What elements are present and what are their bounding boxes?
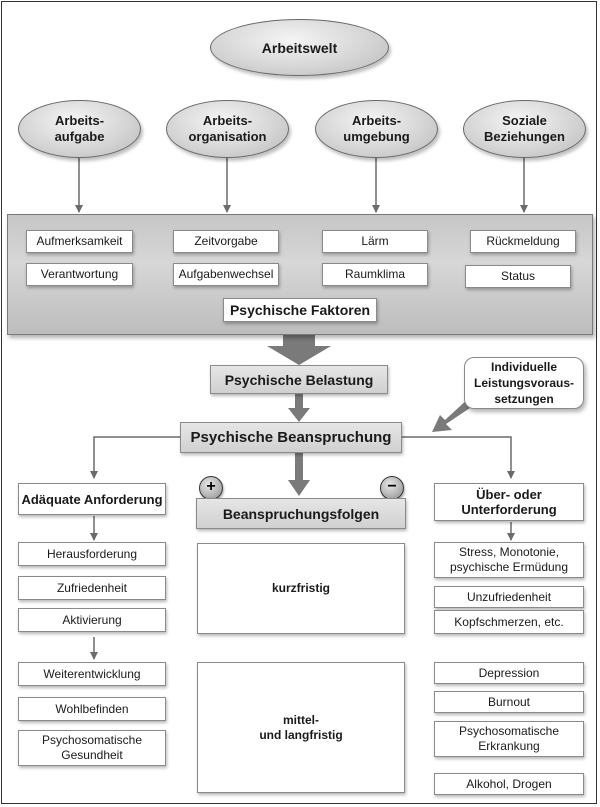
left-item: Zufriedenheit [18,576,166,600]
right-item: Kopfschmerzen, etc. [434,610,584,634]
left-column-title: Adäquate Anforderung [18,483,166,515]
factor-item: Verantwortung [26,263,133,286]
arrow-to-right-column [402,436,515,479]
right-column-title: Über- oder Unterforderung [434,483,584,521]
kurzfristig-box: kurzfristig [197,543,405,634]
factor-item: Aufgabenwechsel [173,263,279,286]
left-item: Wohlbefinden [18,697,166,721]
right-item: Unzufriedenheit [434,586,584,608]
arrow-to-left-column [90,436,180,479]
beanspruchung-box: Psychische Beanspruchung [180,422,402,453]
left-item: Aktivierung [18,608,166,632]
category-ellipse-beziehungen: Soziale Beziehungen [463,100,586,158]
category-ellipse-aufgabe: Arbeits- aufgabe [18,100,141,158]
factor-item: Status [465,265,571,288]
category-label: Arbeits- aufgabe [54,113,105,144]
minus-icon: − [380,476,404,500]
arrow-belastung-to-beanspruchung [288,394,310,422]
factors-label: Psychische Faktoren [223,298,377,322]
big-arrow-factors [267,332,331,365]
left-item: Weiterentwicklung [18,662,166,686]
category-label: Arbeits- umgebung [343,113,410,144]
left-item: Psychosomatische Gesundheit [18,730,166,766]
factor-item: Zeitvorgabe [173,230,279,253]
arbeitswelt-ellipse: Arbeitswelt [210,19,389,76]
category-label: Arbeits- organisation [188,113,267,144]
langfristig-box: mittel- und langfristig [197,662,405,793]
arrow-individual [432,397,476,432]
right-item: Depression [434,662,584,684]
plus-icon: + [199,476,223,500]
category-ellipse-organisation: Arbeits- organisation [166,100,289,158]
category-label: Soziale Beziehungen [484,113,565,144]
left-item: Herausforderung [18,542,166,566]
right-item: Psychosomatische Erkrankung [434,721,584,757]
factor-item: Rückmeldung [470,230,576,253]
category-ellipse-umgebung: Arbeits- umgebung [315,100,438,158]
right-item: Stress, Monotonie, psychische Ermüdung [434,542,584,578]
individual-box: Individuelle Leistungsvoraus- setzungen [464,357,584,409]
factor-item: Lärm [322,230,428,253]
arbeitswelt-label: Arbeitswelt [261,39,338,56]
beanspruchungsfolgen-box: Beanspruchungsfolgen [196,498,406,529]
factor-item: Aufmerksamkeit [26,230,133,253]
factor-item: Raumklima [322,263,428,286]
right-item: Alkohol, Drogen [434,773,584,795]
right-item: Burnout [434,691,584,713]
belastung-box: Psychische Belastung [210,365,388,394]
arrow-beanspruchung-to-folgen [288,452,310,496]
